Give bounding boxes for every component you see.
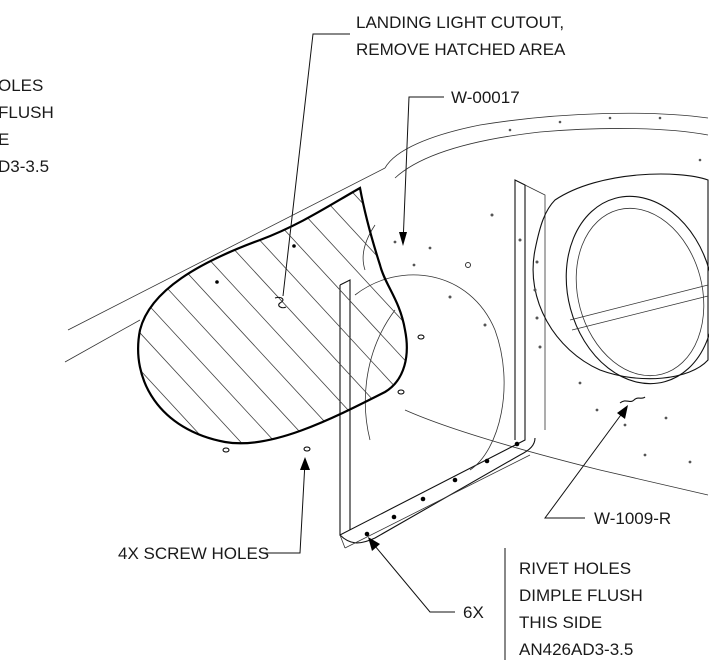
screw-holes-label: 4X SCREW HOLES <box>118 544 269 563</box>
rivet-hole <box>452 477 458 483</box>
leader-lines <box>265 33 628 660</box>
rivet-hole <box>364 531 370 537</box>
rivet-hole <box>420 496 426 502</box>
skin-outline <box>64 112 709 496</box>
hatched-cutout <box>137 186 408 445</box>
left-note-line4: D3-3.5 <box>0 157 49 176</box>
landing-light-line2: REMOVE HATCHED AREA <box>356 40 566 59</box>
left-note-line1: OLES <box>0 76 43 95</box>
arrowhead-w1009r <box>617 405 628 419</box>
screw-hole <box>303 446 311 452</box>
rivet-note-line1: RIVET HOLES <box>519 559 631 578</box>
rivet-note-line2: DIMPLE FLUSH <box>519 586 643 605</box>
rib-bracket <box>339 179 546 549</box>
arrowhead-screw-holes <box>300 457 310 470</box>
callout-labels: LANDING LIGHT CUTOUT, REMOVE HATCHED ARE… <box>0 13 671 659</box>
part-label-w00017: W-00017 <box>451 88 520 107</box>
screw-hole <box>397 389 405 395</box>
rivet-hole <box>484 458 490 464</box>
left-note-line2: FLUSH <box>0 103 54 122</box>
rib-lightening-hole <box>532 173 709 385</box>
part-label-w1009r: W-1009-R <box>594 509 671 528</box>
screw-hole <box>417 334 425 340</box>
rivet-hole <box>391 514 397 520</box>
rivet-count-label: 6X <box>463 603 484 622</box>
arrowhead-w00017 <box>399 232 407 246</box>
landing-light-line1: LANDING LIGHT CUTOUT, <box>356 13 564 32</box>
rivet-note-line4: AN426AD3-3.5 <box>519 640 633 659</box>
rivet-hole <box>514 441 520 447</box>
rivet-note-line3: THIS SIDE <box>519 613 602 632</box>
arrowhead-rivets <box>368 537 380 551</box>
holes <box>215 116 702 537</box>
left-note-line3: E <box>0 130 9 149</box>
screw-hole <box>222 447 230 453</box>
